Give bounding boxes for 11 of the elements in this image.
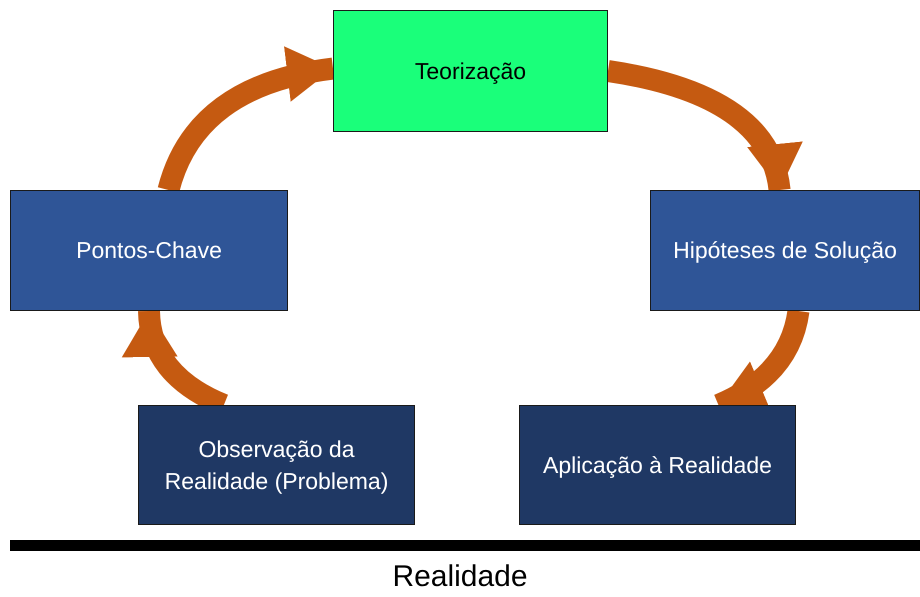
process-box [10, 190, 288, 311]
box-label: Aplicação à Realidade [543, 450, 772, 480]
process-box [138, 405, 415, 525]
box-label: Observação da Realidade (Problema) [164, 434, 390, 496]
process-box [519, 405, 796, 525]
box-label: Hipóteses de Solução [673, 236, 897, 266]
process-box [650, 190, 920, 311]
baseline-label: Realidade [391, 560, 529, 594]
box-label: Teorização [414, 56, 526, 86]
box-label: Pontos-Chave [76, 236, 222, 266]
process-box [333, 10, 608, 132]
